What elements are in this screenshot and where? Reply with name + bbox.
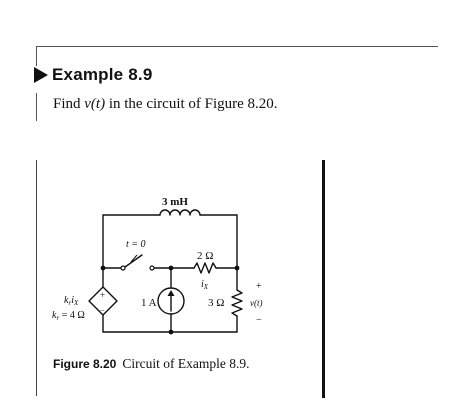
output-plus: + (256, 281, 262, 292)
problem-variable: v(t) (84, 96, 106, 112)
example-title: Example 8.9 (52, 65, 153, 84)
wire-top-left (102, 214, 161, 269)
figure-caption: Figure 8.20 Circuit of Example 8.9. (53, 356, 249, 372)
figure-caption-label: Figure 8.20 (53, 357, 117, 371)
resistor-top-label: 2 Ω (197, 250, 213, 262)
source-minus: − (100, 306, 105, 315)
node-right-top (234, 265, 240, 271)
output-variable: v(t) (250, 298, 263, 308)
figure-caption-text: Circuit of Example 8.9. (122, 356, 250, 371)
current-source-arrowhead (167, 290, 175, 296)
triangle-arrow-icon (34, 67, 48, 83)
dependent-source-value: kriX (64, 295, 79, 307)
source-plus: + (100, 290, 105, 300)
top-rule (36, 46, 438, 47)
output-minus: − (256, 315, 262, 326)
problem-statement: Find v(t) in the circuit of Figure 8.20. (53, 96, 278, 113)
resistor-right-label: 3 Ω (208, 297, 224, 309)
resistor-top (193, 262, 217, 274)
figure-left-rule (36, 160, 37, 396)
wire-top-right (199, 214, 238, 269)
figure-right-rule (322, 160, 325, 398)
node-left-top (100, 265, 106, 271)
problem-suffix: in the circuit of Figure 8.20. (105, 96, 278, 112)
problem-side-rule (36, 93, 37, 121)
current-source-label: 1 A (141, 297, 157, 309)
current-label: iX (201, 279, 209, 291)
top-left-rule (36, 46, 37, 66)
switch-blade (124, 254, 143, 268)
node-middle-top (168, 265, 174, 271)
switch-label: t = 0 (126, 239, 146, 250)
switch-contact-right (149, 265, 155, 271)
problem-prefix: Find (53, 96, 85, 112)
switch-contact-left (120, 265, 126, 271)
inductor-label: 3 mH (162, 196, 188, 208)
switch-arrow (130, 254, 138, 263)
example-heading: Example 8.9 (34, 64, 152, 86)
node-middle-bottom (168, 329, 174, 335)
resistor-right (231, 289, 243, 317)
inductor-coil (159, 209, 201, 216)
dependent-source-gain: kr = 4 Ω (52, 310, 85, 322)
